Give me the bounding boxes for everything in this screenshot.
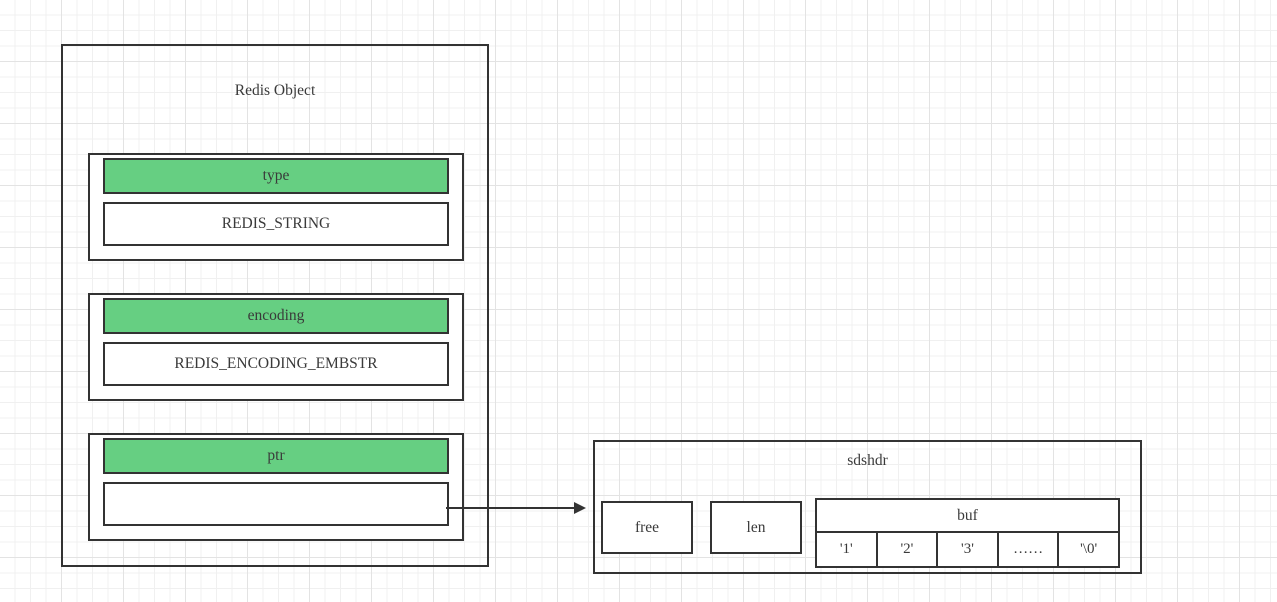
buf-cell: ……: [999, 533, 1060, 566]
sdshdr-len-box: len: [710, 501, 802, 554]
sdshdr-buf-box: buf '1' '2' '3' …… '\0': [815, 498, 1120, 568]
buf-cell: '3': [938, 533, 999, 566]
field-group-type: type REDIS_STRING: [88, 153, 464, 261]
sdshdr-title: sdshdr: [847, 452, 888, 470]
ptr-to-sdshdr-arrow: [446, 502, 586, 514]
field-value-type: REDIS_STRING: [103, 202, 449, 246]
sdshdr-container: [593, 440, 1142, 574]
field-value-ptr: [103, 482, 449, 526]
buf-cell: '2': [878, 533, 939, 566]
buf-cell: '\0': [1080, 541, 1098, 558]
redis-object-container: [61, 44, 489, 567]
sdshdr-free-box: free: [601, 501, 693, 554]
field-group-encoding: encoding REDIS_ENCODING_EMBSTR: [88, 293, 464, 401]
buf-cell: '1': [817, 533, 878, 566]
field-group-ptr: ptr: [88, 433, 464, 541]
field-key-type: type: [103, 158, 449, 194]
sdshdr-buf-cell-row: '1' '2' '3' …… '\0': [817, 533, 1118, 566]
redis-object-title: Redis Object: [234, 82, 316, 100]
field-key-encoding: encoding: [103, 298, 449, 334]
sdshdr-buf-label: buf: [817, 500, 1118, 533]
field-key-ptr: ptr: [103, 438, 449, 474]
field-value-encoding: REDIS_ENCODING_EMBSTR: [103, 342, 449, 386]
